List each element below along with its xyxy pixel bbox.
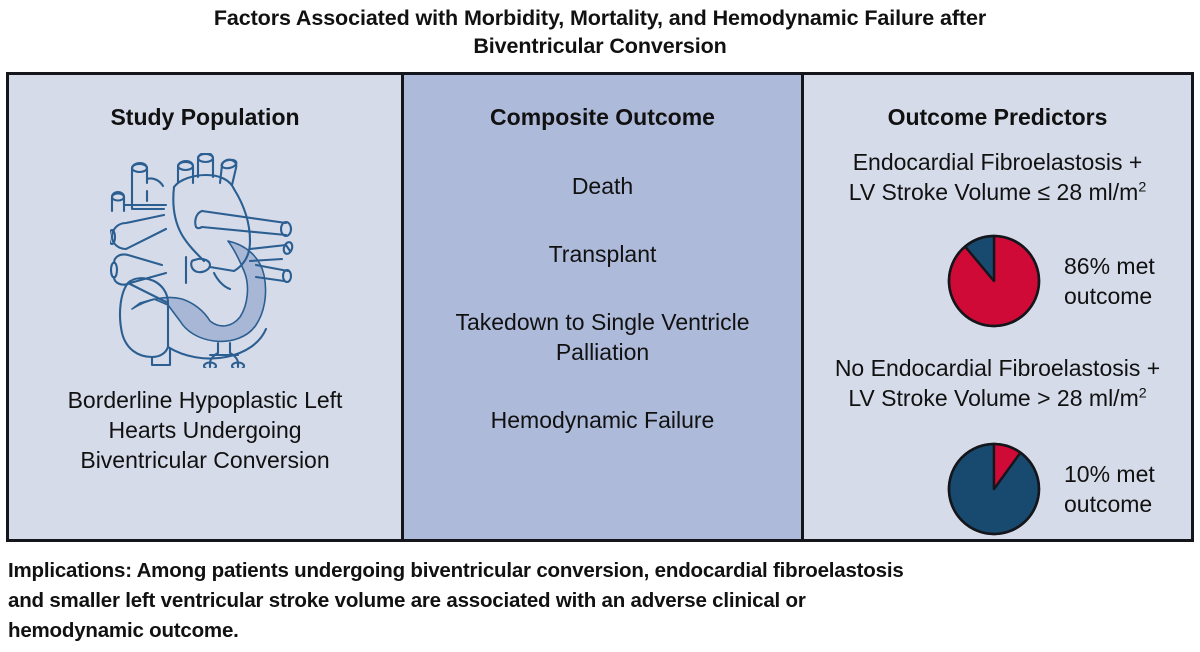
predictor-2-line-2-text: LV Stroke Volume > 28 ml/m xyxy=(848,385,1139,411)
outcome-item-3-line-1: Takedown to Single Ventricle xyxy=(455,309,750,335)
study-population-description: Borderline Hypoplastic Left Hearts Under… xyxy=(9,385,401,475)
study-desc-line-3: Biventricular Conversion xyxy=(80,447,330,473)
list-item: Death xyxy=(418,171,787,201)
composite-outcome-list: Death Transplant Takedown to Single Vent… xyxy=(418,171,787,473)
page-title-line-2: Biventricular Conversion xyxy=(473,34,727,58)
panel-heading-outcome-predictors: Outcome Predictors xyxy=(887,104,1108,130)
predictor-2-line-1: No Endocardial Fibroelastosis + xyxy=(834,355,1161,381)
pie-chart-predictor-1 xyxy=(947,234,1041,328)
predictor-2-label-line-1: 10% met xyxy=(1064,461,1155,487)
predictor-2-chart-label: 10% met outcome xyxy=(1064,459,1155,519)
panel-outcome-predictors: Outcome Predictors Endocardial Fibroelas… xyxy=(804,75,1191,539)
predictor-1-line-1: Endocardial Fibroelastosis + xyxy=(852,149,1143,175)
heart-illustration-wrap xyxy=(9,153,401,368)
pie-outline xyxy=(947,442,1041,536)
predictor-1-line-2-text: LV Stroke Volume ≤ 28 ml/m xyxy=(848,179,1139,205)
outcome-item-2-line-1: Transplant xyxy=(548,241,657,267)
predictor-1-chart-label: 86% met outcome xyxy=(1064,251,1155,311)
list-item: Takedown to Single Ventricle Palliation xyxy=(418,307,787,367)
outcome-item-4-line-1: Hemodynamic Failure xyxy=(490,407,715,433)
panel-composite-outcome: Composite Outcome Death Transplant Taked… xyxy=(404,75,804,539)
implications-text: Implications: Among patients undergoing … xyxy=(8,556,1188,646)
predictor-2-chart-row: 10% met outcome xyxy=(946,441,1155,537)
list-item: Transplant xyxy=(418,239,787,269)
page-title-line-1: Factors Associated with Morbidity, Morta… xyxy=(213,6,987,30)
predictor-2-label-line-2: outcome xyxy=(1064,491,1153,517)
panel-study-population: Study Population xyxy=(9,75,404,539)
predictor-2-superscript: 2 xyxy=(1138,385,1147,402)
predictor-1-label-line-1: 86% met xyxy=(1064,253,1155,279)
predictor-2-line-2: LV Stroke Volume > 28 ml/m2 xyxy=(812,383,1183,413)
panel-heading-composite-outcome: Composite Outcome xyxy=(490,104,715,130)
list-item: Hemodynamic Failure xyxy=(418,405,787,435)
implications-line-2: and smaller left ventricular stroke volu… xyxy=(8,589,806,612)
outcome-item-3-line-2: Palliation xyxy=(555,339,650,365)
outcome-item-1-line-1: Death xyxy=(571,173,634,199)
panel-heading-study-population: Study Population xyxy=(110,104,300,130)
panel-container: Study Population xyxy=(6,72,1194,542)
heart-anatomy-icon xyxy=(110,153,294,368)
implications-line-3: hemodynamic outcome. xyxy=(8,619,239,642)
predictor-2-description: No Endocardial Fibroelastosis + LV Strok… xyxy=(812,353,1183,413)
predictor-1-description: Endocardial Fibroelastosis + LV Stroke V… xyxy=(812,147,1183,207)
study-desc-line-2: Hearts Undergoing xyxy=(108,417,302,443)
predictor-1-line-2: LV Stroke Volume ≤ 28 ml/m2 xyxy=(812,177,1183,207)
pie-outline xyxy=(947,234,1041,328)
predictor-1-superscript: 2 xyxy=(1138,179,1147,196)
predictor-1-chart-row: 86% met outcome xyxy=(946,233,1155,329)
study-desc-line-1: Borderline Hypoplastic Left xyxy=(67,387,343,413)
implications-line-1: Implications: Among patients undergoing … xyxy=(8,559,904,582)
pie-chart-predictor-2 xyxy=(947,442,1041,536)
page-title: Factors Associated with Morbidity, Morta… xyxy=(0,4,1200,60)
predictor-1-label-line-2: outcome xyxy=(1064,283,1153,309)
